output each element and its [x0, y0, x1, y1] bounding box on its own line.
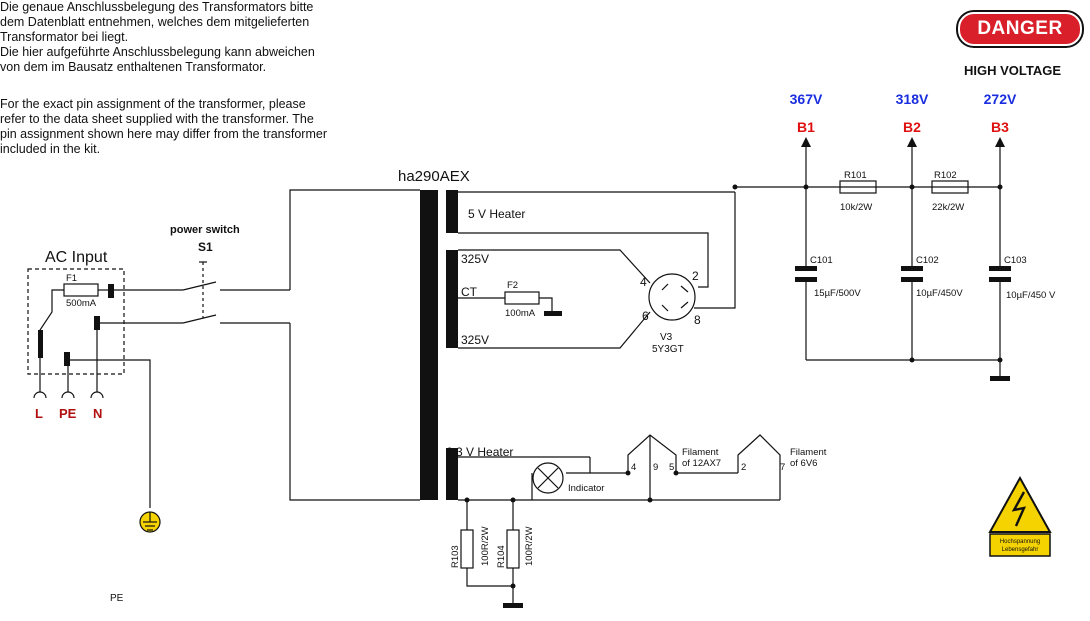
filament-12ax7-pin-9: 9 [653, 462, 658, 473]
r102-icon [931, 180, 969, 194]
r103-value: 100R/2W [480, 526, 491, 566]
terminal-n-label: N [93, 406, 102, 421]
filament-12ax7-pin-4: 4 [631, 462, 636, 473]
fuse-f2-icon [504, 291, 540, 305]
indicator-lamp-icon [532, 462, 564, 494]
filament-12ax7-label-2: of 12AX7 [682, 458, 721, 469]
rail-b3-node: B3 [991, 119, 1009, 135]
c101-icon [795, 266, 817, 271]
r101-value: 10k/2W [840, 202, 872, 213]
switch-ref: S1 [198, 240, 213, 254]
transformer-name: ha290AEX [398, 168, 470, 185]
high-voltage-label: HIGH VOLTAGE [964, 63, 1062, 78]
c102-ref: C102 [916, 255, 939, 266]
svg-text:Hochspannung: Hochspannung [1000, 539, 1040, 545]
c103-icon [989, 266, 1011, 271]
rail-b1-voltage: 367V [790, 91, 823, 107]
r103-icon [460, 529, 474, 569]
terminal-l-icon [33, 391, 47, 399]
r104-value: 100R/2W [524, 526, 535, 566]
rectifier-pin-4: 4 [640, 275, 647, 289]
winding-hv-top: 325V [461, 252, 489, 266]
c102-value: 10µF/450V [916, 288, 963, 299]
filament-6v6-pin-7: 7 [780, 462, 785, 473]
r102-value: 22k/2W [932, 202, 964, 213]
fuse-f1-icon [63, 283, 99, 297]
fuse-f1-value: 500mA [66, 298, 97, 309]
filament-6v6-pin-2: 2 [741, 462, 746, 473]
r101-ref: R101 [844, 170, 867, 181]
transformer-core [420, 190, 438, 500]
filament-12ax7-label-1: Filament [682, 447, 719, 458]
fuse-f2-ref: F2 [507, 280, 518, 291]
english-note: For the exact pin assignment of the tran… [0, 97, 400, 157]
c101-value: 15µF/500V [814, 288, 861, 299]
filament-12ax7-pin-5: 5 [669, 462, 674, 473]
rectifier-ref: V3 [660, 332, 673, 343]
winding-5v-heater: 5 V Heater [468, 207, 525, 221]
rectifier-pin-6: 6 [642, 309, 649, 323]
ac-input-title: AC Input [45, 249, 108, 266]
terminal-pe-icon [61, 391, 75, 399]
winding-6v3-heater: 6,3 V Heater [446, 445, 513, 459]
power-switch-title: power switch [170, 224, 240, 236]
english-note-text: For the exact pin assignment of the tran… [0, 97, 327, 156]
r104-icon [506, 529, 520, 569]
rail-b2-node: B2 [903, 119, 921, 135]
c103-value: 10µF/450 V [1006, 290, 1056, 301]
rail-b1-node: B1 [797, 119, 815, 135]
filament-6v6-label-2: of 6V6 [790, 458, 817, 469]
fuse-f1-ref: F1 [66, 273, 77, 284]
winding-center-tap: CT [461, 285, 478, 299]
fuse-f2-value: 100mA [505, 308, 536, 319]
indicator-label: Indicator [568, 483, 604, 494]
r104-ref: R104 [496, 545, 507, 568]
rail-b3-voltage: 272V [984, 91, 1017, 107]
rectifier-tube-icon [648, 273, 696, 321]
r102-ref: R102 [934, 170, 957, 181]
rectifier-pin-8: 8 [694, 313, 701, 327]
filament-6v6-icon [737, 434, 781, 500]
svg-text:Lebensgefahr: Lebensgefahr [1002, 547, 1039, 553]
winding-hv-bottom: 325V [461, 333, 489, 347]
german-note: Die genaue Anschlussbelegung des Transfo… [0, 0, 400, 75]
terminal-n-icon [90, 391, 104, 399]
c103-ref: C103 [1004, 255, 1027, 266]
pe-ground-label: PE [110, 593, 124, 604]
switch-contact-bottom [182, 314, 217, 324]
ac-input-box [27, 268, 125, 375]
c101-ref: C101 [810, 255, 833, 266]
r101-icon [839, 180, 877, 194]
danger-badge: DANGER [958, 12, 1082, 46]
r103-ref: R103 [450, 545, 461, 568]
switch-contact-top [182, 281, 217, 291]
terminal-pe-label: PE [59, 406, 77, 421]
high-voltage-sign-icon: Hochspannung Lebensgefahr [988, 475, 1052, 557]
terminal-l-label: L [35, 406, 43, 421]
rectifier-type: 5Y3GT [652, 344, 684, 355]
rail-b2-voltage: 318V [896, 91, 929, 107]
german-note-text: Die genaue Anschlussbelegung des Transfo… [0, 0, 315, 74]
rectifier-pin-2: 2 [692, 269, 699, 283]
c102-icon [901, 266, 923, 271]
filament-6v6-label-1: Filament [790, 447, 827, 458]
